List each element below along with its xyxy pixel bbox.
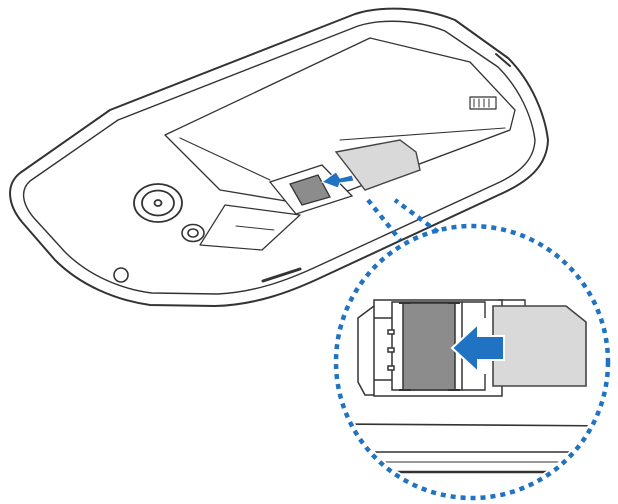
sim-card-large	[492, 305, 587, 387]
insert-arrow-icon	[320, 171, 355, 189]
camera-lens-icon	[133, 183, 183, 223]
phone-back-icon	[9, 7, 549, 307]
camera-flash-icon	[181, 223, 205, 243]
zoom-detail	[340, 230, 604, 494]
insert-arrow-large	[450, 321, 505, 375]
magnifier-circle-icon	[333, 198, 611, 501]
sim-slot-tray	[402, 302, 456, 391]
sim-card-icon	[334, 139, 421, 191]
